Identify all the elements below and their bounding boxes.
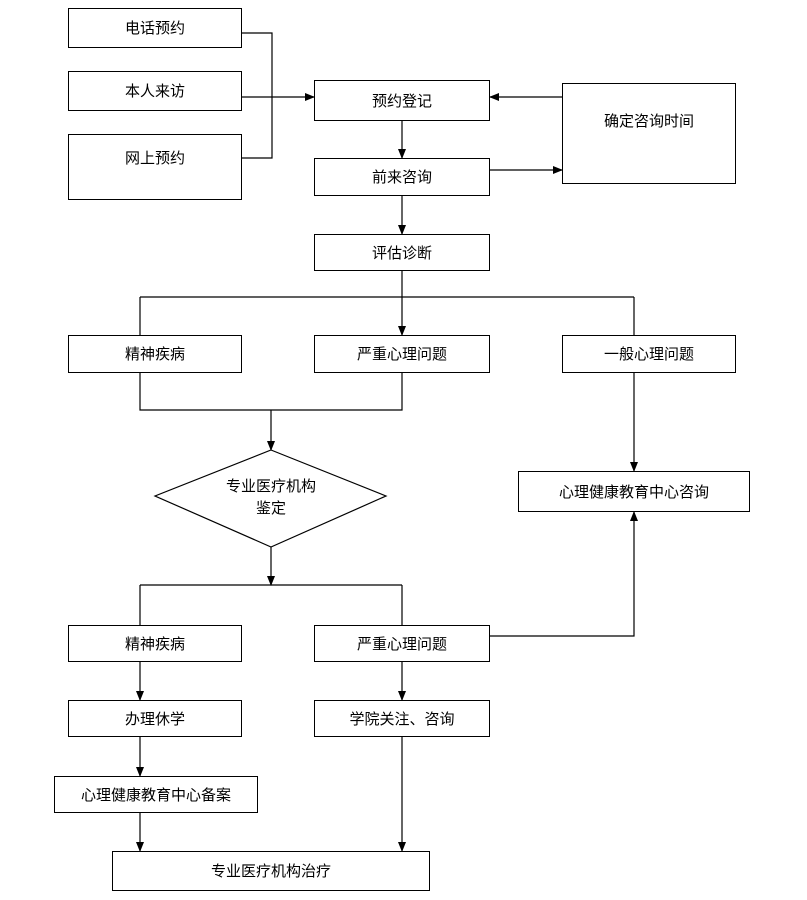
node-treatment: 专业医疗机构治疗 (112, 851, 430, 891)
node-leave-of-absence: 办理休学 (68, 700, 242, 737)
node-college-attention: 学院关注、咨询 (314, 700, 490, 737)
node-online-booking: 网上预约 (68, 134, 242, 200)
node-severe-1: 严重心理问题 (314, 335, 490, 373)
diamond-label-line2: 鉴定 (255, 498, 286, 517)
node-mental-illness-2: 精神疾病 (68, 625, 242, 662)
diamond-label-line1: 专业医疗机构 (225, 477, 316, 495)
node-walk-in: 本人来访 (68, 71, 242, 111)
edge-online (242, 97, 273, 159)
node-register: 预约登记 (314, 80, 490, 121)
edge-phone (242, 32, 273, 97)
diamond-label: 专业医疗机构 鉴定 (195, 476, 347, 520)
node-mental-illness-1: 精神疾病 (68, 335, 242, 373)
node-center-consult: 心理健康教育中心咨询 (518, 471, 750, 512)
node-center-record: 心理健康教育中心备案 (54, 776, 258, 813)
node-assess: 评估诊断 (314, 234, 490, 271)
node-general: 一般心理问题 (562, 335, 736, 373)
node-severe-2: 严重心理问题 (314, 625, 490, 662)
node-consult: 前来咨询 (314, 158, 490, 196)
node-phone-booking: 电话预约 (68, 8, 242, 48)
edge-merge-to-diamond (139, 373, 403, 411)
edge-severe2-center (490, 511, 638, 637)
node-confirm-time: 确定咨询时间 (562, 83, 736, 184)
